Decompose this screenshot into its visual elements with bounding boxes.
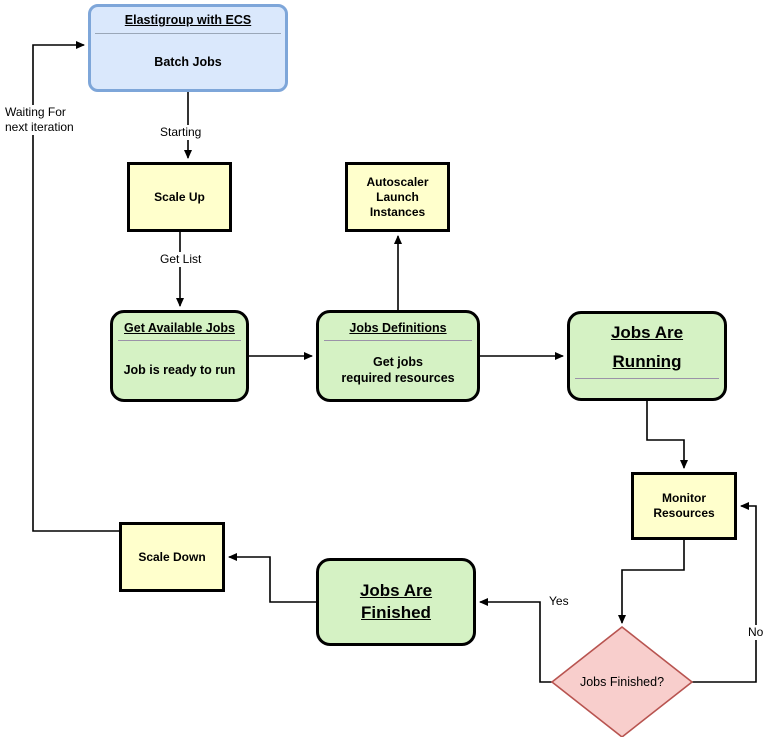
jobs-are-finished-line-2: Finished <box>361 603 431 622</box>
monitor-resources-line-2: Resources <box>653 506 715 520</box>
jobs-definitions-line-1: Get jobs <box>372 355 423 369</box>
jobs-are-running-line-2: Running <box>612 352 682 371</box>
node-elastigroup-with-ecs[interactable]: Elastigroup with ECS Batch Jobs <box>88 4 288 92</box>
autoscaler-line-2: Launch <box>376 189 419 204</box>
monitor-resources-line-1: Monitor <box>662 491 706 505</box>
elastigroup-divider <box>95 33 281 34</box>
get-available-jobs-title: Get Available Jobs <box>124 321 235 335</box>
node-scale-up[interactable]: Scale Up <box>127 162 232 232</box>
edge-label-no: No <box>748 625 764 640</box>
jobs-definitions-line-2: required resources <box>341 371 455 385</box>
jobs-are-finished-line-1: Jobs Are <box>359 581 433 600</box>
autoscaler-line-3: Instances <box>369 204 426 219</box>
jobs-finished-decision-label: Jobs Finished? <box>579 675 665 689</box>
waiting-label-line-1: Waiting For <box>5 105 66 119</box>
edge-decision-yes-to-jobsarefinished <box>479 598 552 683</box>
jobs-definitions-title: Jobs Definitions <box>349 321 447 335</box>
get-available-jobs-divider <box>118 340 241 341</box>
edge-label-yes: Yes <box>549 594 569 609</box>
scale-up-label: Scale Up <box>154 189 205 204</box>
edge-jobsarefinished-to-scaledown <box>228 553 316 603</box>
scale-down-label: Scale Down <box>138 549 206 564</box>
waiting-label-line-2: next iteration <box>5 120 74 134</box>
jobs-are-running-divider <box>575 378 719 379</box>
node-monitor-resources[interactable]: Monitor Resources <box>631 472 737 540</box>
node-jobs-finished-decision[interactable]: Jobs Finished? <box>552 627 692 737</box>
elastigroup-title: Elastigroup with ECS <box>124 13 252 27</box>
node-jobs-are-running[interactable]: Jobs Are Running <box>567 311 727 401</box>
edge-label-get-list: Get List <box>160 252 202 267</box>
node-jobs-are-finished[interactable]: Jobs Are Finished <box>316 558 476 646</box>
jobs-are-finished-label: Jobs Are Finished <box>319 580 473 624</box>
node-autoscaler-launch-instances[interactable]: Autoscaler Launch Instances <box>345 162 450 232</box>
monitor-resources-label: Monitor Resources <box>634 491 734 521</box>
node-scale-down[interactable]: Scale Down <box>119 522 225 592</box>
jobs-definitions-body: Get jobs required resources <box>319 341 477 399</box>
jobs-are-running-line-1: Jobs Are <box>610 323 684 342</box>
edge-monitorresources-to-decision <box>618 540 685 624</box>
elastigroup-body: Batch Jobs <box>154 54 222 69</box>
edge-label-waiting-for-next-iteration: Waiting For next iteration <box>5 105 74 135</box>
jobs-definitions-divider <box>324 340 472 341</box>
jobs-are-running-body <box>570 379 724 398</box>
get-available-jobs-body: Job is ready to run <box>123 363 236 377</box>
edge-jobsarerunning-to-monitorresources <box>646 401 688 469</box>
edge-label-starting: Starting <box>160 125 202 140</box>
autoscaler-line-1: Autoscaler <box>366 174 429 189</box>
node-get-available-jobs[interactable]: Get Available Jobs Job is ready to run <box>110 310 249 402</box>
node-jobs-definitions[interactable]: Jobs Definitions Get jobs required resou… <box>316 310 480 402</box>
autoscaler-label: Autoscaler Launch Instances <box>348 175 447 220</box>
